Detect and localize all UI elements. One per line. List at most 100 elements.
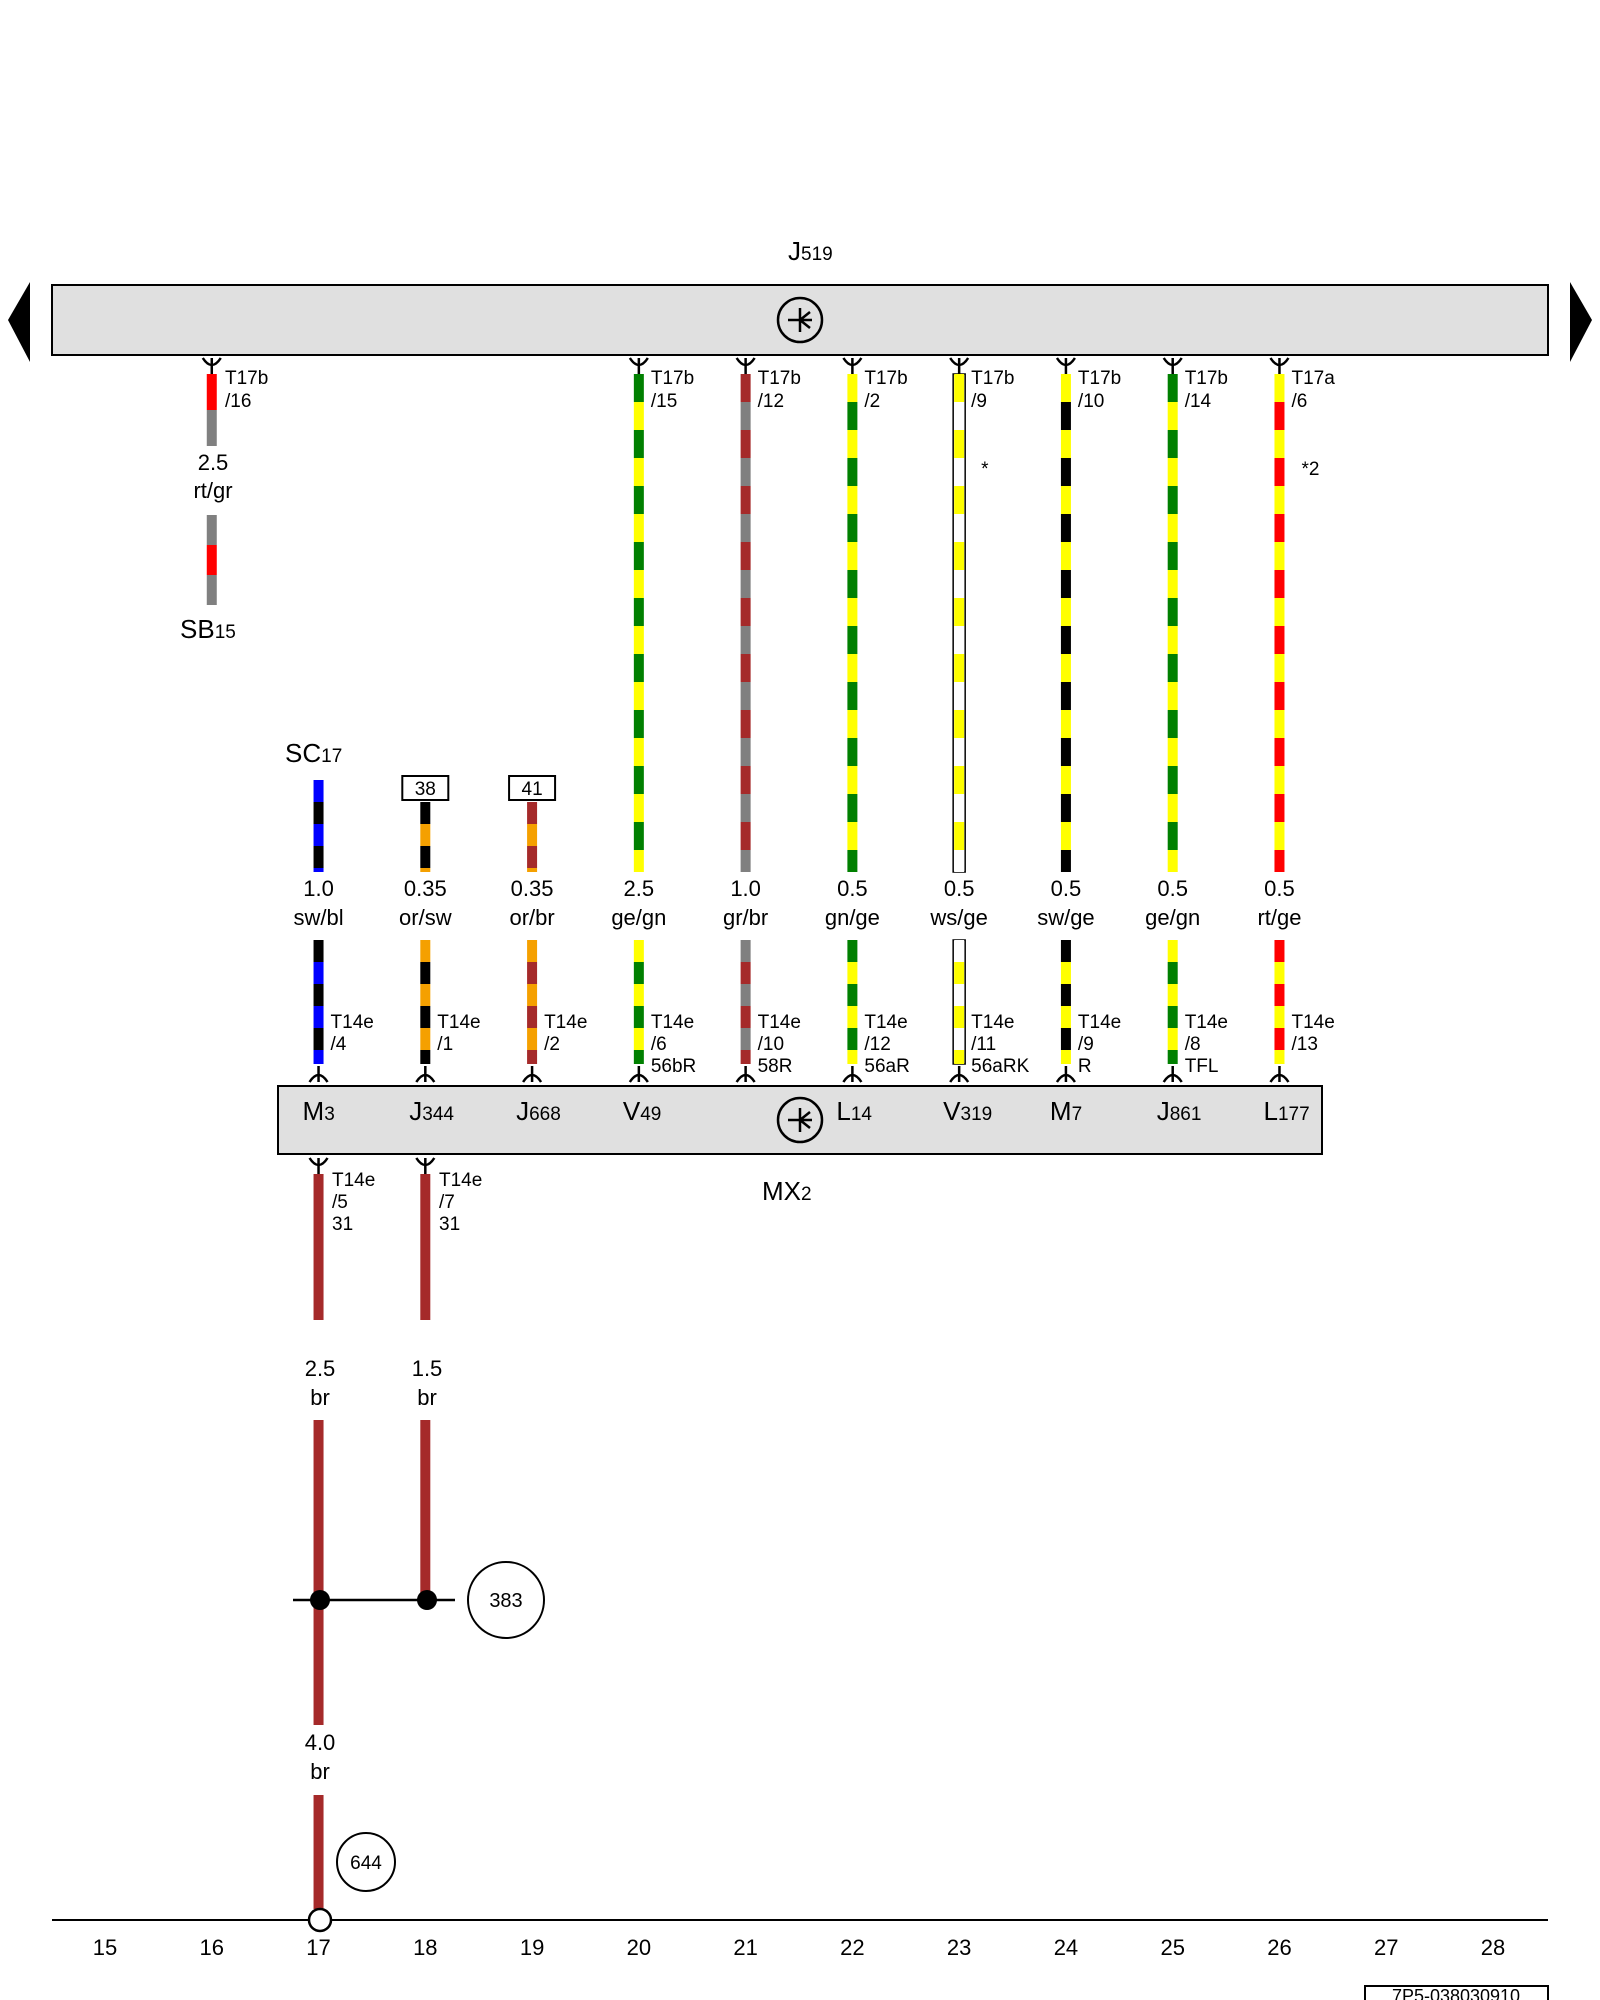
bottom-pin-label: T14e bbox=[544, 1012, 587, 1033]
wire-segment bbox=[313, 1028, 324, 1050]
sb-size: 2.5 bbox=[198, 450, 229, 475]
wire-segment bbox=[954, 626, 965, 654]
gnd1-size: 2.5 bbox=[305, 1356, 336, 1381]
wire-segment bbox=[1274, 514, 1285, 542]
wire-segment bbox=[954, 940, 965, 962]
junction-ref-circle[interactable] bbox=[467, 1561, 545, 1639]
wire-segment bbox=[420, 1028, 431, 1050]
ref-box-label: 41 bbox=[522, 779, 543, 800]
wire-segment bbox=[1060, 542, 1071, 570]
wire-segment bbox=[740, 822, 751, 850]
gnd1-pin: T14e bbox=[332, 1170, 375, 1191]
wire-segment bbox=[740, 738, 751, 766]
wire-size: 0.35 bbox=[511, 876, 554, 901]
main-ground-wire bbox=[313, 1600, 324, 1725]
junction-ref[interactable]: 383 bbox=[489, 1590, 522, 1612]
ground-point bbox=[307, 1907, 333, 1933]
sb-pin: T17b bbox=[225, 368, 268, 389]
wire-segment bbox=[633, 822, 644, 850]
wire-segment bbox=[740, 458, 751, 486]
gnd2-pin: T14e bbox=[439, 1170, 482, 1191]
wire-segment bbox=[1060, 738, 1071, 766]
wire-segment bbox=[1274, 570, 1285, 598]
wire-segment bbox=[954, 710, 965, 738]
wire-segment bbox=[954, 682, 965, 710]
wire-segment bbox=[206, 575, 217, 605]
page-prev-arrow[interactable] bbox=[8, 282, 30, 362]
wire-size: 0.5 bbox=[1051, 876, 1082, 901]
wire-segment bbox=[847, 514, 858, 542]
bottom-pin-number: /2 bbox=[544, 1034, 560, 1055]
wire-note: * bbox=[981, 459, 989, 480]
wire-segment bbox=[847, 794, 858, 822]
wire-segment bbox=[313, 846, 324, 868]
top-pin-number: /6 bbox=[1291, 391, 1307, 412]
wire-segment bbox=[633, 850, 644, 872]
wire-segment bbox=[1274, 794, 1285, 822]
wire-segment bbox=[847, 570, 858, 598]
ruler-number: 15 bbox=[93, 1935, 117, 1960]
top-pin-label: T17b bbox=[864, 368, 907, 389]
wire-segment bbox=[633, 430, 644, 458]
wire-segment bbox=[420, 824, 431, 846]
wire-segment bbox=[633, 766, 644, 794]
wire-segment bbox=[527, 846, 538, 868]
wire-segment bbox=[1060, 984, 1071, 1006]
wire-segment bbox=[740, 542, 751, 570]
gnd2-pin3: 31 bbox=[439, 1214, 460, 1235]
gnd2-pin2: /7 bbox=[439, 1192, 455, 1213]
wire-segment bbox=[740, 984, 751, 1006]
component-label: J861 bbox=[1157, 1096, 1202, 1126]
wire-segment bbox=[1167, 626, 1178, 654]
control-unit-icon bbox=[776, 296, 824, 344]
wire-segment bbox=[206, 410, 217, 446]
wire-segment bbox=[847, 962, 858, 984]
bottom-pin-terminal: 56bR bbox=[651, 1056, 696, 1077]
page-id-box bbox=[1364, 1985, 1549, 2000]
wire-segment bbox=[1274, 962, 1285, 984]
wire-segment bbox=[206, 545, 217, 575]
sb-pin2: /16 bbox=[225, 391, 251, 412]
component-number: 344 bbox=[422, 1104, 454, 1125]
wire-segment bbox=[206, 374, 217, 410]
gnd1-pin3: 31 bbox=[332, 1214, 353, 1235]
component-label: M3 bbox=[303, 1096, 335, 1126]
bottom-pin-number: /11 bbox=[971, 1034, 996, 1055]
wire-segment bbox=[954, 738, 965, 766]
wire-segment bbox=[1274, 738, 1285, 766]
component-number: 7 bbox=[1072, 1104, 1083, 1125]
wire-segment bbox=[740, 1050, 751, 1064]
ruler-number: 16 bbox=[200, 1935, 224, 1960]
wire-segment bbox=[313, 868, 324, 872]
wire-segment bbox=[954, 1028, 965, 1050]
wire-segment bbox=[847, 402, 858, 430]
ground-ref-circle[interactable] bbox=[336, 1832, 396, 1892]
wire-segment bbox=[1167, 654, 1178, 682]
bottom-pin-label: T14e bbox=[651, 1012, 694, 1033]
wire-segment bbox=[313, 962, 324, 984]
wire-segment bbox=[847, 374, 858, 402]
fuse-label: SB15 bbox=[180, 614, 236, 644]
page-next-arrow[interactable] bbox=[1570, 282, 1592, 362]
wire-segment bbox=[847, 430, 858, 458]
wire-color: sw/ge bbox=[1037, 905, 1094, 930]
bottom-pin-label: T14e bbox=[971, 1012, 1014, 1033]
wire-segment bbox=[740, 402, 751, 430]
wire-segment bbox=[1274, 984, 1285, 1006]
wire-segment bbox=[1060, 598, 1071, 626]
component-number: 14 bbox=[851, 1104, 873, 1125]
wire-segment bbox=[1274, 766, 1285, 794]
top-pin-number: /9 bbox=[971, 391, 987, 412]
wire-segment bbox=[954, 822, 965, 850]
main-gnd-color: br bbox=[310, 1759, 330, 1784]
fuse-wire bbox=[201, 357, 222, 605]
bottom-pin-label: T14e bbox=[1078, 1012, 1121, 1033]
component-number: 3 bbox=[324, 1104, 335, 1125]
wire-segment bbox=[1060, 794, 1071, 822]
wire-segment bbox=[1274, 1028, 1285, 1050]
ref-box-label: 38 bbox=[415, 779, 436, 800]
component-number: 861 bbox=[1170, 1104, 1202, 1125]
ground-ref[interactable]: 644 bbox=[350, 1853, 382, 1874]
wire-segment bbox=[633, 962, 644, 984]
wire-segment bbox=[633, 710, 644, 738]
